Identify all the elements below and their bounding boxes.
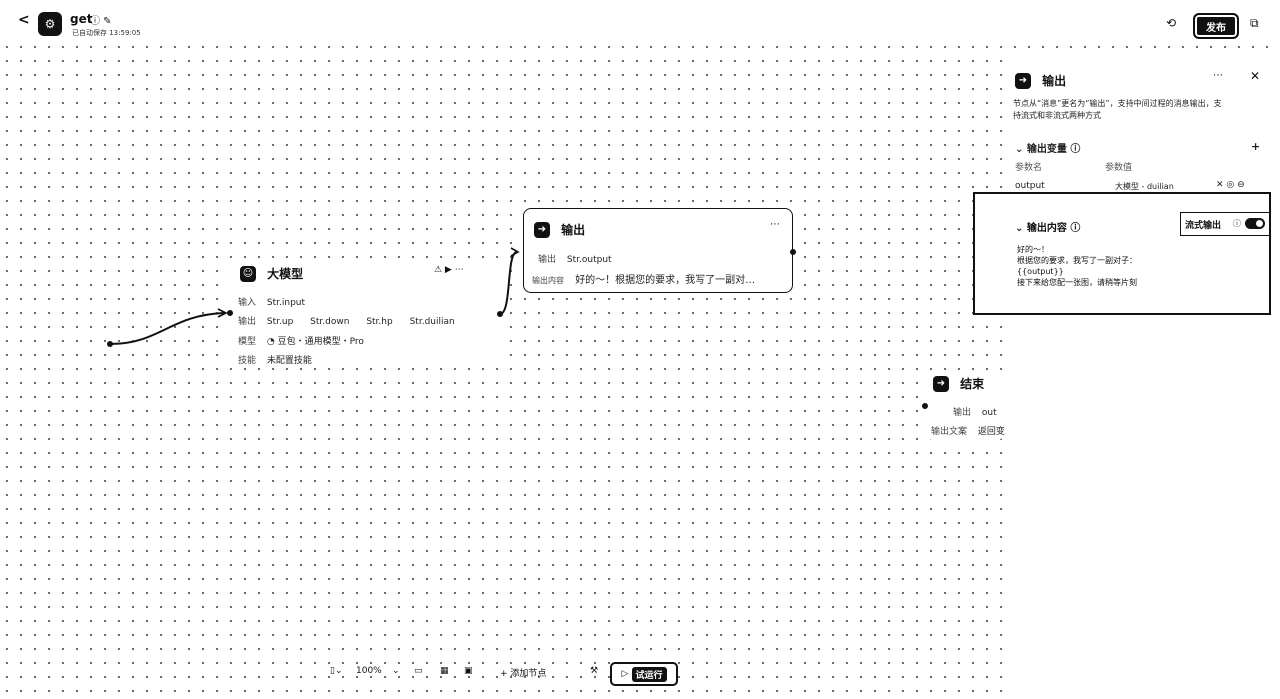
output-tag: Str.down (310, 317, 350, 327)
mouse-mode-icon[interactable]: ▯⌄ (330, 666, 343, 676)
top-bar: < ⚙ get ⓘ ✎ 已自动保存 13:59:05 ⟲ 发布 ⧉ (0, 0, 1280, 40)
panel-description-2: 持流式和非流式两种方式 (1013, 111, 1101, 120)
var-actions-icons[interactable]: ✕ ◎ ⊖ (1216, 180, 1245, 190)
info-icon: ⓘ (1070, 223, 1081, 234)
output-node[interactable]: ➜ 输出 ⋯ 输出 Str.output 输出内容 好的～！根据您的要求，我写了… (523, 208, 793, 293)
model-icon: ◔ (266, 337, 278, 347)
close-icon[interactable]: ✕ (1250, 69, 1261, 83)
llm-icon: ☺ (240, 265, 256, 282)
node-settings-panel: ➜ 输出 ⋯ ✕ 节点从“消息”更名为“输出”，支持中间过程的消息输出，支 持流… (1005, 60, 1275, 699)
test-run-label: 试运行 (631, 666, 667, 682)
end-input-handle[interactable] (922, 403, 928, 409)
content-label: 输出内容 (532, 276, 564, 285)
stream-label: 流式输出 (1185, 221, 1222, 231)
end-node[interactable]: ➜ 结束 输出 out 输出文案 返回变 (925, 370, 1005, 440)
content-value: 返回变 (977, 427, 1005, 437)
output-tag: Str.up (266, 317, 294, 327)
input-value: Str.input (266, 298, 306, 308)
chevron-down-icon: ⌄ (1015, 223, 1027, 234)
info-icon: ⓘ (1070, 144, 1081, 155)
content-line: 根据您的要求，我写了一副对子： (1017, 256, 1137, 265)
content-label: 输出文案 (931, 427, 968, 437)
output-value: out (981, 408, 997, 418)
output-label: 输出 (238, 317, 257, 327)
output-node-icon: ➜ (1015, 72, 1031, 89)
content-section-header[interactable]: ⌄ 输出内容 ⓘ (1015, 219, 1080, 234)
zoom-level[interactable]: 100% (356, 666, 382, 676)
output-node-icon: ➜ (534, 221, 550, 238)
info-icon: ⓘ (1233, 219, 1241, 228)
content-editor[interactable]: 好的～！ 根据您的要求，我写了一副对子： {{output}} 接下来给您配一张… (1017, 244, 1137, 288)
content-line: 好的～！ (1017, 245, 1049, 254)
stream-output-control: 流式输出 ⓘ (1180, 212, 1270, 236)
output-label: 输出 (538, 255, 557, 265)
model-value: 豆包・通用模型・Pro (277, 337, 364, 347)
col-name-header: 参数名 (1015, 163, 1043, 173)
vars-section-header[interactable]: ⌄ 输出变量 ⓘ (1015, 140, 1080, 155)
test-run-button[interactable]: ▷ 试运行 (610, 662, 678, 686)
output-tag: Str.duilian (409, 317, 455, 327)
llm-node[interactable]: ☺ 大模型 ⚠ ▶ ⋯ 输入 Str.input 输出 Str.up Str.d… (230, 258, 500, 368)
chevron-down-icon[interactable]: ⌄ (392, 666, 400, 676)
play-icon: ▷ (621, 669, 632, 679)
autosave-status: 已自动保存 13:59:05 (72, 29, 141, 37)
content-line: 接下来给您配一张图，请稍等片刻 (1017, 278, 1137, 287)
app-name: get (70, 12, 93, 26)
panel-description: 节点从“消息”更名为“输出”，支持中间过程的消息输出，支 (1013, 99, 1222, 108)
content-value: 好的～！根据您的要求，我写了一副对… (575, 275, 756, 286)
back-icon[interactable]: < (18, 12, 30, 28)
output-tag: Str.hp (366, 317, 393, 327)
add-node-label: 添加节点 (510, 669, 547, 679)
node-action-icons[interactable]: ⚠ ▶ ⋯ (434, 265, 464, 275)
output-value: Str.output (566, 255, 612, 265)
content-header-text: 输出内容 (1026, 223, 1067, 234)
output-node-title: 输出 (561, 223, 586, 237)
llm-input-handle[interactable] (227, 310, 233, 316)
output-content-section: ⌄ 输出内容 ⓘ 流式输出 ⓘ 好的～！ 根据您的要求，我写了一副对子： {{o… (973, 192, 1271, 315)
bottom-toolbar: ▯⌄ 100% ⌄ ▭ ▦ ▣ + 添加节点 ⚒ ▷ 试运行 (320, 660, 700, 686)
publish-button[interactable]: 发布 (1193, 13, 1239, 39)
output-node-handle[interactable] (790, 249, 796, 255)
end-node-title: 结束 (960, 377, 985, 391)
llm-node-title: 大模型 (267, 267, 304, 281)
comment-icon[interactable]: ▭ (414, 666, 423, 676)
end-node-icon: ➜ (933, 375, 949, 392)
skill-value: 未配置技能 (266, 356, 312, 366)
skill-label: 技能 (238, 356, 257, 366)
panel-title: 输出 (1042, 74, 1067, 88)
app-logo-icon: ⚙ (38, 12, 62, 36)
add-node-button[interactable]: + 添加节点 (500, 669, 547, 679)
window-icon[interactable]: ⧉ (1250, 16, 1259, 30)
var-name[interactable]: output (1015, 181, 1045, 191)
vars-header-text: 输出变量 (1026, 144, 1067, 155)
llm-output-handle[interactable] (497, 311, 503, 317)
info-edit-icons[interactable]: ⓘ ✎ (90, 16, 112, 27)
col-value-header: 参数值 (1105, 163, 1133, 173)
input-label: 输入 (238, 298, 257, 308)
add-variable-icon[interactable]: + (1251, 140, 1261, 153)
start-handle[interactable] (107, 341, 113, 347)
stream-toggle[interactable] (1245, 218, 1265, 229)
model-label: 模型 (238, 337, 257, 347)
layout-icon[interactable]: ▦ (440, 666, 449, 676)
output-label: 输出 (953, 408, 972, 418)
more-icon[interactable]: ⋯ (770, 219, 780, 230)
var-ref[interactable]: 大模型 - duilian (1115, 182, 1174, 191)
history-icon[interactable]: ⟲ (1166, 16, 1177, 30)
content-line: {{output}} (1017, 267, 1064, 276)
minimap-icon[interactable]: ▣ (464, 666, 473, 676)
debug-icon[interactable]: ⚒ (590, 666, 599, 676)
chevron-down-icon: ⌄ (1015, 144, 1027, 155)
more-icon[interactable]: ⋯ (1213, 70, 1223, 81)
